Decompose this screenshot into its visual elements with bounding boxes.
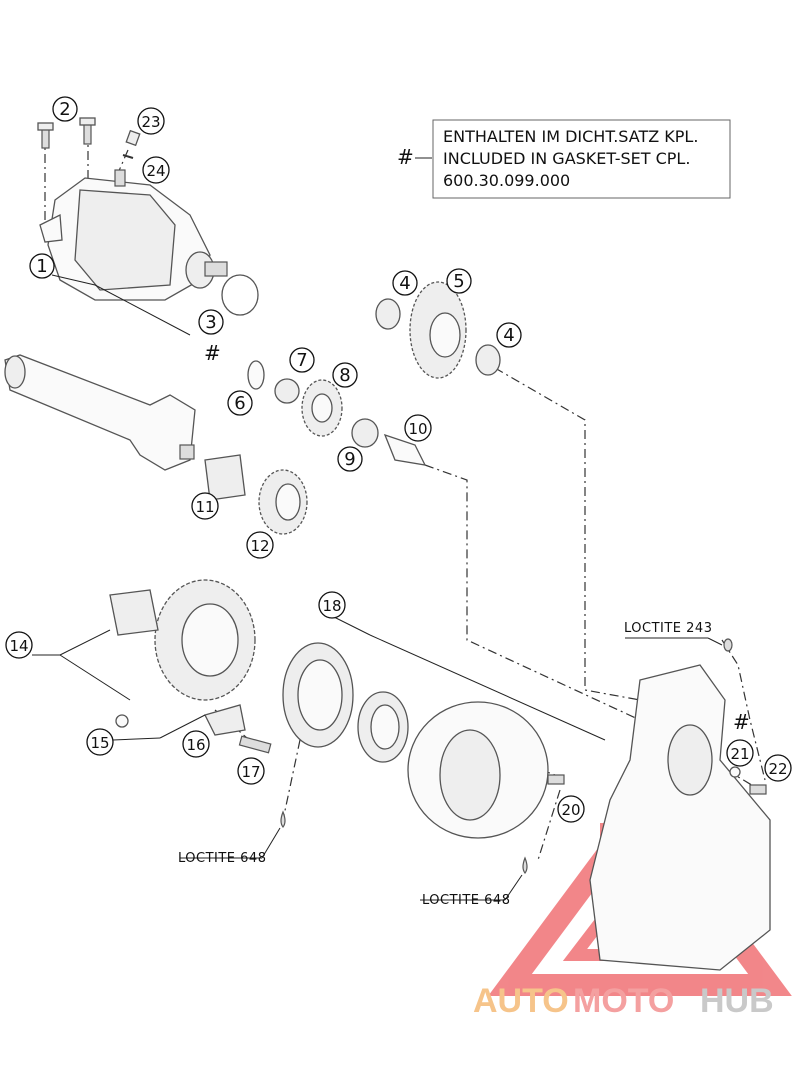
callout-label: 18 bbox=[322, 597, 341, 615]
starter-motor bbox=[39, 169, 259, 316]
watermark-text: AUTO MOTO HUB bbox=[473, 982, 774, 1020]
callout-label: 10 bbox=[408, 420, 427, 438]
callout-10: 10 bbox=[404, 414, 432, 442]
engine-cover bbox=[589, 638, 771, 971]
watermark-moto: MOTO bbox=[573, 982, 674, 1020]
callout-label: 16 bbox=[186, 736, 205, 754]
bolts bbox=[37, 117, 141, 159]
note-line-3: 600.30.099.000 bbox=[443, 171, 570, 190]
note-box: # ENTHALTEN IM DICHT.SATZ KPL. INCLUDED … bbox=[397, 119, 731, 199]
callout-label: 6 bbox=[234, 393, 245, 414]
callout-label: 4 bbox=[503, 325, 514, 346]
crankshaft bbox=[4, 354, 196, 471]
callout-5: 5 bbox=[446, 268, 472, 294]
callout-label: 15 bbox=[90, 734, 109, 752]
note-line-2: INCLUDED IN GASKET-SET CPL. bbox=[443, 149, 690, 168]
callout-12: 12 bbox=[246, 531, 274, 559]
note-line-1: ENTHALTEN IM DICHT.SATZ KPL. bbox=[443, 127, 698, 146]
callout-label: 7 bbox=[296, 350, 307, 371]
callout-9: 9 bbox=[337, 446, 363, 472]
callout-15: 15 bbox=[86, 728, 114, 756]
callout-24: 24 bbox=[142, 156, 170, 184]
loctite-drops bbox=[280, 810, 528, 874]
callout-2: 2 bbox=[52, 96, 78, 122]
callout-4a: 4 bbox=[392, 270, 418, 296]
loctite-label-648-left: LOCTITE 648 bbox=[178, 851, 266, 866]
callout-label: 3 bbox=[205, 312, 216, 333]
callout-1: 1 bbox=[29, 253, 55, 279]
callout-label: 22 bbox=[768, 760, 787, 778]
loctite-label-243: LOCTITE 243 bbox=[624, 621, 712, 636]
callout-7: 7 bbox=[289, 347, 315, 373]
callout-22: 22 bbox=[764, 754, 792, 782]
freewheel bbox=[282, 642, 565, 839]
callout-4b: 4 bbox=[496, 322, 522, 348]
callout-23: 23 bbox=[137, 107, 165, 135]
callout-label: 11 bbox=[195, 498, 214, 516]
callout-3: 3 bbox=[198, 309, 224, 335]
intermediate-gear bbox=[375, 281, 501, 379]
callout-20: 20 bbox=[557, 795, 585, 823]
callout-label: 4 bbox=[399, 273, 410, 294]
callout-label: 2 bbox=[59, 99, 70, 120]
callout-label: 5 bbox=[453, 271, 464, 292]
callout-16: 16 bbox=[182, 730, 210, 758]
callout-14: 14 bbox=[5, 631, 33, 659]
callout-label: 24 bbox=[146, 162, 165, 180]
callout-label: 20 bbox=[561, 801, 580, 819]
loctite-label-648-right: LOCTITE 648 bbox=[422, 893, 510, 908]
callout-8: 8 bbox=[332, 362, 358, 388]
callout-18: 18 bbox=[318, 591, 346, 619]
leader-lines bbox=[32, 157, 723, 901]
gasket-marker-3: # bbox=[204, 341, 221, 365]
callout-21: 21 bbox=[726, 739, 754, 767]
callout-label: 8 bbox=[339, 365, 350, 386]
callout-label: 9 bbox=[344, 449, 355, 470]
callout-label: 17 bbox=[241, 763, 260, 781]
small-gears bbox=[204, 360, 427, 535]
note-marker: # bbox=[397, 145, 414, 169]
callout-label: 12 bbox=[250, 537, 269, 555]
callout-11: 11 bbox=[191, 492, 219, 520]
callout-17: 17 bbox=[237, 757, 265, 785]
starter-gear bbox=[109, 579, 272, 754]
callout-label: 1 bbox=[36, 256, 47, 277]
callout-label: 14 bbox=[9, 637, 28, 655]
watermark-hub: HUB bbox=[700, 982, 774, 1020]
watermark-auto: AUTO bbox=[473, 982, 569, 1020]
callout-label: 21 bbox=[730, 745, 749, 763]
callout-label: 23 bbox=[141, 113, 160, 131]
callout-6: 6 bbox=[227, 390, 253, 416]
gasket-marker-21: # bbox=[733, 710, 750, 734]
